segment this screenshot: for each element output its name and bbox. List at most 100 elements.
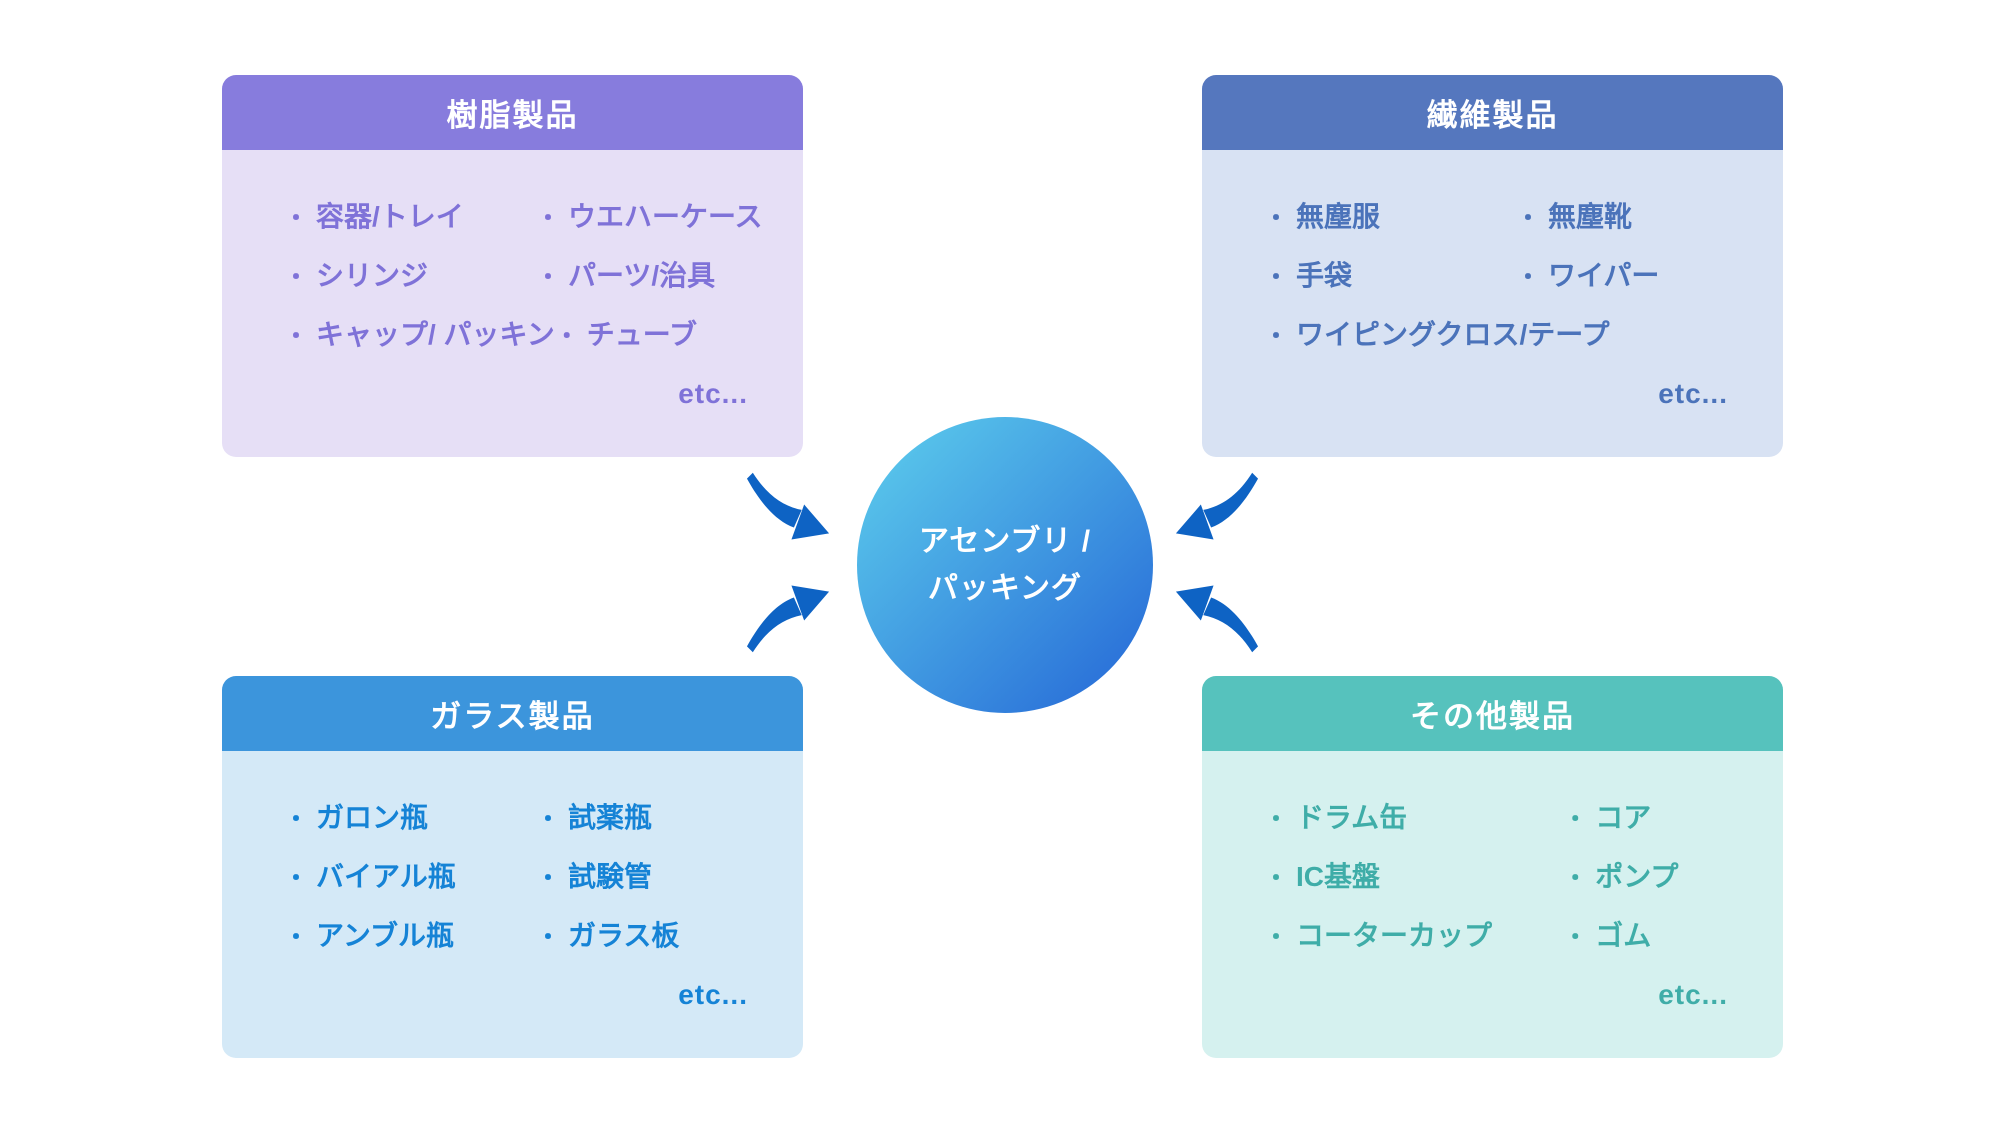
box-body: ・容器/トレイ・ウエハーケース・シリンジ・パーツ/治具・キャップ/ パッキン・チ… [222, 150, 803, 457]
etc-label: etc... [1658, 378, 1728, 409]
bullet-dot-icon: ・ [1264, 323, 1288, 350]
list-row: ・アンブル瓶・ガラス板 [284, 917, 748, 957]
box-other-products: その他製品 ・ドラム缶・コア・IC基盤・ポンプ・コーターカップ・ゴム etc..… [1202, 676, 1783, 1058]
list-row: ・コーターカップ・ゴム [1264, 917, 1728, 957]
list-item: ・シリンジ [284, 257, 536, 297]
list-item: ・パーツ/治具 [536, 257, 715, 297]
item-label: コーターカップ [1296, 920, 1493, 951]
list-item: ・ガラス板 [536, 917, 679, 957]
item-label: ワイパー [1547, 260, 1660, 291]
bullet-dot-icon: ・ [284, 865, 308, 892]
list-row: ・ガロン瓶・試薬瓶 [284, 799, 748, 839]
box-body: ・ガロン瓶・試薬瓶・バイアル瓶・試験管・アンブル瓶・ガラス板 etc... [222, 751, 803, 1058]
item-label: 手袋 [1296, 260, 1353, 291]
box-resin-products: 樹脂製品 ・容器/トレイ・ウエハーケース・シリンジ・パーツ/治具・キャップ/ パ… [222, 75, 803, 457]
bullet-dot-icon: ・ [535, 924, 560, 951]
item-list: ・ガロン瓶・試薬瓶・バイアル瓶・試験管・アンブル瓶・ガラス板 [284, 799, 748, 957]
item-list: ・無塵服・無塵靴・手袋・ワイパー・ワイピングクロス/テープ [1264, 198, 1728, 356]
list-item: ・コーターカップ [1264, 917, 1563, 957]
box-fiber-products: 繊維製品 ・無塵服・無塵靴・手袋・ワイパー・ワイピングクロス/テープ etc..… [1202, 75, 1783, 457]
bullet-dot-icon: ・ [1264, 865, 1288, 892]
center-circle: アセンブリ / パッキング [857, 417, 1153, 713]
bullet-dot-icon: ・ [1264, 205, 1288, 232]
list-item: ・ガロン瓶 [284, 799, 536, 839]
list-item: ・バイアル瓶 [284, 858, 536, 898]
bullet-dot-icon: ・ [284, 924, 308, 951]
item-label: ドラム缶 [1296, 802, 1408, 833]
center-label-line2: パッキング [927, 572, 1083, 605]
list-item: ・ドラム缶 [1264, 799, 1563, 839]
list-row: ・シリンジ・パーツ/治具 [284, 257, 748, 297]
list-item: ・ワイパー [1516, 257, 1659, 297]
bullet-dot-icon: ・ [284, 806, 308, 833]
item-label: ガラス板 [567, 920, 680, 951]
list-item: ・無塵靴 [1516, 198, 1632, 238]
list-item: ・ポンプ [1563, 858, 1678, 898]
bullet-dot-icon: ・ [1563, 806, 1588, 833]
item-label: バイアル瓶 [316, 861, 456, 892]
center-label-line1: アセンブリ / [918, 525, 1092, 558]
list-item: ・キャップ/ パッキン [284, 316, 555, 356]
item-label: 無塵靴 [1547, 201, 1632, 232]
etc-label: etc... [678, 979, 748, 1010]
item-label: ポンプ [1595, 861, 1679, 892]
list-row: ・手袋・ワイパー [1264, 257, 1728, 297]
bullet-dot-icon: ・ [1515, 205, 1540, 232]
box-body: ・ドラム缶・コア・IC基盤・ポンプ・コーターカップ・ゴム etc... [1202, 751, 1783, 1058]
item-label: チューブ [586, 319, 698, 350]
bullet-dot-icon: ・ [535, 806, 560, 833]
item-label: パーツ/治具 [567, 260, 716, 291]
item-label: ウエハーケース [567, 201, 763, 232]
box-title: その他製品 [1410, 699, 1575, 734]
list-item: ・ゴム [1563, 917, 1651, 957]
box-header: 繊維製品 [1202, 75, 1783, 150]
etc-label: etc... [678, 378, 748, 409]
center-circle-label: アセンブリ / パッキング [919, 518, 1091, 612]
item-label: 無塵服 [1296, 201, 1381, 232]
bullet-dot-icon: ・ [535, 264, 560, 291]
list-row: ・IC基盤・ポンプ [1264, 858, 1728, 898]
box-body: ・無塵服・無塵靴・手袋・ワイパー・ワイピングクロス/テープ etc... [1202, 150, 1783, 457]
item-list: ・ドラム缶・コア・IC基盤・ポンプ・コーターカップ・ゴム [1264, 799, 1728, 957]
item-label: シリンジ [316, 260, 429, 291]
item-label: ガロン瓶 [316, 802, 429, 833]
list-item: ・ワイピングクロス/テープ [1264, 316, 1728, 356]
list-row: ・ワイピングクロス/テープ [1264, 316, 1728, 356]
list-item: ・無塵服 [1264, 198, 1516, 238]
item-label: ワイピングクロス/テープ [1296, 319, 1610, 350]
item-label: ゴム [1595, 920, 1652, 951]
bullet-dot-icon: ・ [284, 205, 308, 232]
list-item: ・アンブル瓶 [284, 917, 536, 957]
list-item: ・ IC基盤 [1264, 858, 1563, 898]
list-row: ・無塵服・無塵靴 [1264, 198, 1728, 238]
bullet-dot-icon: ・ [1515, 264, 1540, 291]
item-label: IC基盤 [1296, 861, 1381, 892]
box-title: 樹脂製品 [446, 98, 579, 133]
box-header: 樹脂製品 [222, 75, 803, 150]
arrow-top-right-icon [1175, 472, 1259, 540]
box-header: その他製品 [1202, 676, 1783, 751]
box-glass-products: ガラス製品 ・ガロン瓶・試薬瓶・バイアル瓶・試験管・アンブル瓶・ガラス板 etc… [222, 676, 803, 1058]
bullet-dot-icon: ・ [1563, 865, 1588, 892]
item-label: 容器/トレイ [316, 201, 464, 232]
etc-label: etc... [1658, 979, 1728, 1010]
bullet-dot-icon: ・ [1264, 806, 1288, 833]
bullet-dot-icon: ・ [1264, 264, 1288, 291]
bullet-dot-icon: ・ [554, 323, 579, 350]
arrow-bottom-right-icon [1175, 585, 1259, 653]
list-item: ・容器/トレイ [284, 198, 536, 238]
box-title: 繊維製品 [1426, 98, 1559, 133]
list-item: ・コア [1563, 799, 1651, 839]
list-row: ・キャップ/ パッキン・チューブ [284, 316, 748, 356]
list-item: ・チューブ [555, 316, 697, 356]
box-header: ガラス製品 [222, 676, 803, 751]
item-label: キャップ/ パッキン [316, 319, 555, 350]
list-row: ・容器/トレイ・ ウエハーケース [284, 198, 763, 238]
item-label: 試験管 [567, 861, 652, 892]
bullet-dot-icon: ・ [1264, 924, 1288, 951]
list-item: ・手袋 [1264, 257, 1516, 297]
arrow-bottom-left-icon [746, 585, 830, 653]
bullet-dot-icon: ・ [535, 865, 560, 892]
bullet-dot-icon: ・ [284, 323, 308, 350]
